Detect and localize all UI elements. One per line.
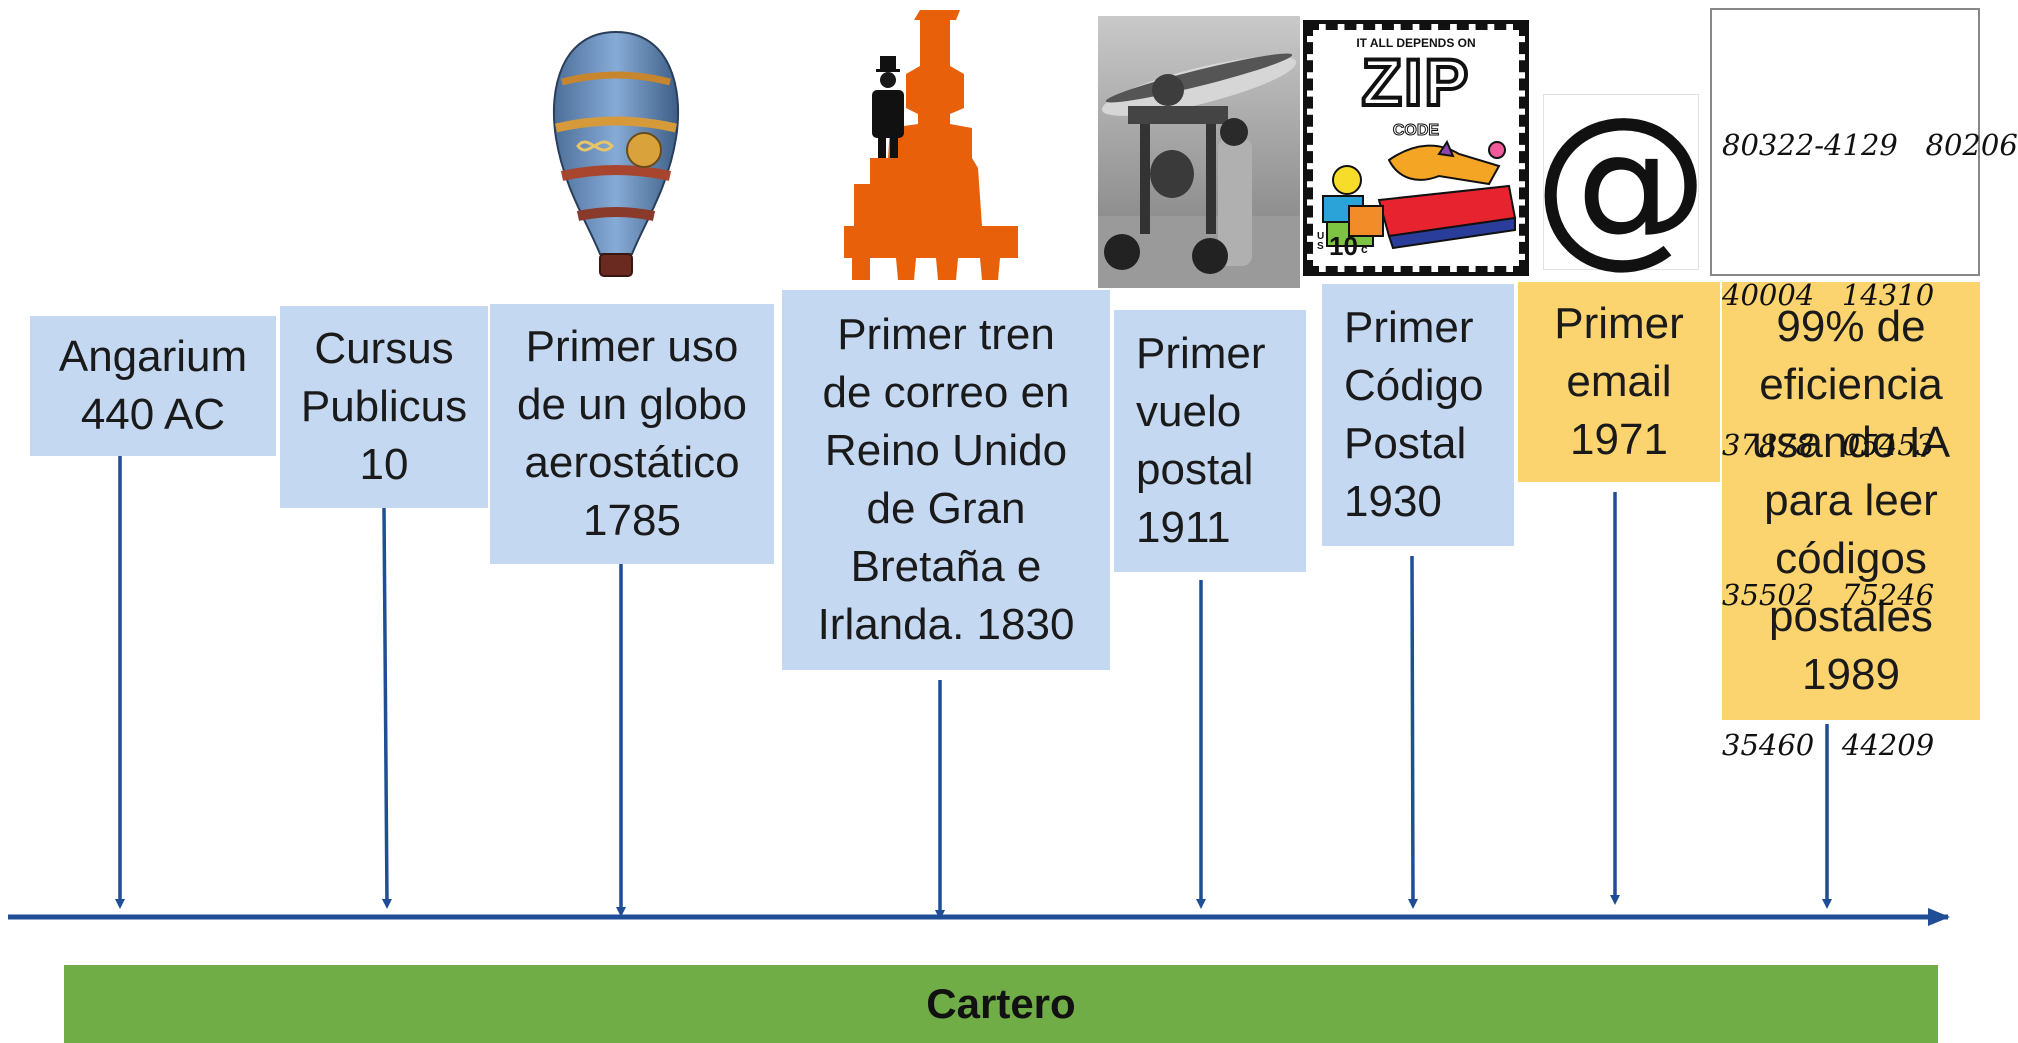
steam-train-icon [844,10,1018,280]
stamp-country: US [1317,231,1325,252]
stamp-zip: ZIP [1360,43,1471,121]
event-vuelo-postal: Primer vuelo postal 1911 [1114,310,1306,572]
connector-cursus [381,507,392,909]
stamp-header: IT ALL DEPENDS ON [1356,36,1476,50]
event-ia-codigos: 99% de eficiencia usando IA para leer có… [1722,282,1980,720]
event-cursus-publicus: Cursus Publicus 10 [280,306,488,508]
digits-line: 37878 05453 [1722,428,1935,462]
stamp-art [1322,139,1517,250]
digits-line: 80322-4129 80206 [1722,128,2018,162]
zip-code-stamp: IT ALL DEPENDS ON ZIP CODE US 10 c [1303,20,1529,276]
event-email: Primer email 1971 [1518,282,1720,482]
event-connectors [115,456,1832,920]
hot-air-balloon-icon [552,30,680,277]
connector-codigo [1407,555,1418,909]
footer-cartero: Cartero [64,965,1938,1043]
stamp-cents: c [1361,242,1368,256]
at-sign-icon: @ [1533,79,1709,284]
event-angarium: Angarium 440 AC [30,316,276,456]
digits-line: 35460 44209 [1722,728,1935,762]
event-codigo-postal: Primer Código Postal 1930 [1322,284,1514,546]
digits-line: 40004 14310 [1722,278,1935,312]
mail-plane-photo [1098,16,1300,288]
event-tren: Primer tren de correo en Reino Unido de … [782,290,1110,670]
digits-line: 35502 75246 [1722,578,1935,612]
stamp-code: CODE [1392,122,1440,140]
event-globo: Primer uso de un globo aerostático 1785 [490,304,774,564]
handwritten-digits-sample: 80322-4129 80206 40004 14310 37878 05453… [1710,8,2018,762]
stamp-price: 10 [1329,231,1358,261]
